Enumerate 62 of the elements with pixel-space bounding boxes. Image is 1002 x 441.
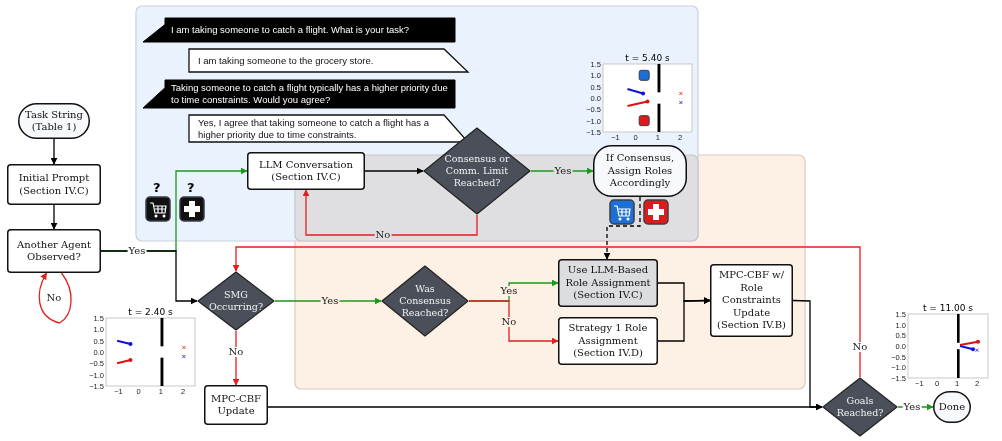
- question-mark: ?: [153, 181, 161, 194]
- terminal-node: [18, 103, 90, 139]
- speech-bubble: [143, 79, 455, 108]
- decision-diamond: [381, 265, 469, 337]
- arrow: [657, 297, 711, 342]
- terminal-node: [933, 391, 971, 423]
- plot-title: t = 11.00 s: [922, 304, 974, 313]
- terminal-node: [593, 145, 687, 197]
- edge-label: No: [374, 230, 392, 240]
- arrow: [232, 246, 861, 378]
- edge-label: Yes: [127, 246, 147, 256]
- edge-label: Yes: [902, 402, 922, 412]
- node-text: Use LLM-Based Role Assignment (Section IV.C): [564, 264, 652, 302]
- edge-label: Yes: [499, 286, 519, 296]
- edge-label: Yes: [320, 296, 340, 306]
- process-box: [558, 317, 658, 365]
- arrow: [274, 297, 382, 305]
- speech-bubble: [188, 48, 468, 73]
- edge-label: No: [45, 293, 63, 303]
- edge-label: No: [851, 342, 869, 352]
- process-box: [204, 385, 268, 425]
- plot-title: t = 2.40 s: [128, 308, 173, 317]
- node-text: Taking someone to catch a flight typically has a higher priority due to time constraints. Would you agree?: [171, 81, 449, 106]
- process-box: [7, 229, 101, 273]
- decision-diamond: [197, 271, 275, 331]
- question-mark: ?: [187, 181, 195, 194]
- node-text: If Consensus, Assign Roles Accordingly: [604, 152, 676, 190]
- arrow: [603, 196, 641, 260]
- arrow: [364, 167, 424, 175]
- node-text: Done: [938, 400, 966, 414]
- node-text: Another Agent Observed?: [16, 238, 92, 264]
- node-text: LLM Conversation (Section IV.C): [258, 158, 354, 184]
- node-text: Was Consensus Reached?: [398, 283, 452, 319]
- edge-label: Yes: [553, 166, 573, 176]
- node-text: MPC-CBF w/ Role Constraints Update (Section IV.B): [716, 269, 787, 332]
- node-text: Consensus or Comm. Limit Reached?: [443, 153, 511, 189]
- arrow: [50, 204, 58, 230]
- arrow: [267, 403, 823, 411]
- node-text: Task String (Table 1): [24, 108, 84, 134]
- process-box: [7, 164, 101, 205]
- node-text: Goals Reached?: [835, 395, 885, 419]
- process-box: [710, 264, 793, 337]
- node-text: I am taking someone to the grocery store.: [198, 54, 374, 67]
- decision-diamond: [423, 127, 531, 215]
- arrow: [100, 250, 198, 305]
- node-text: I am taking someone to catch a flight. What is your task?: [171, 23, 410, 36]
- arrow: [232, 330, 240, 386]
- speech-bubble: [143, 17, 455, 42]
- node-text: SMG Occurring?: [208, 289, 264, 313]
- process-box: [558, 259, 658, 307]
- arrow: [302, 189, 478, 236]
- node-text: Initial Prompt (Section IV.C): [17, 172, 91, 197]
- arrow: [38, 272, 72, 324]
- node-text: MPC-CBF Update: [210, 392, 262, 418]
- arrow: [50, 138, 58, 165]
- plot-title: t = 5.40 s: [625, 54, 670, 63]
- process-box: [247, 152, 365, 190]
- node-text: Yes, I agree that taking someone to catch a flight has a higher priority due to time constraints.: [198, 116, 430, 141]
- arrow: [468, 300, 559, 345]
- edge-label: No: [227, 347, 245, 357]
- edge-label: No: [500, 317, 518, 327]
- node-text: Strategy 1 Role Assignment (Section IV.D): [567, 322, 649, 360]
